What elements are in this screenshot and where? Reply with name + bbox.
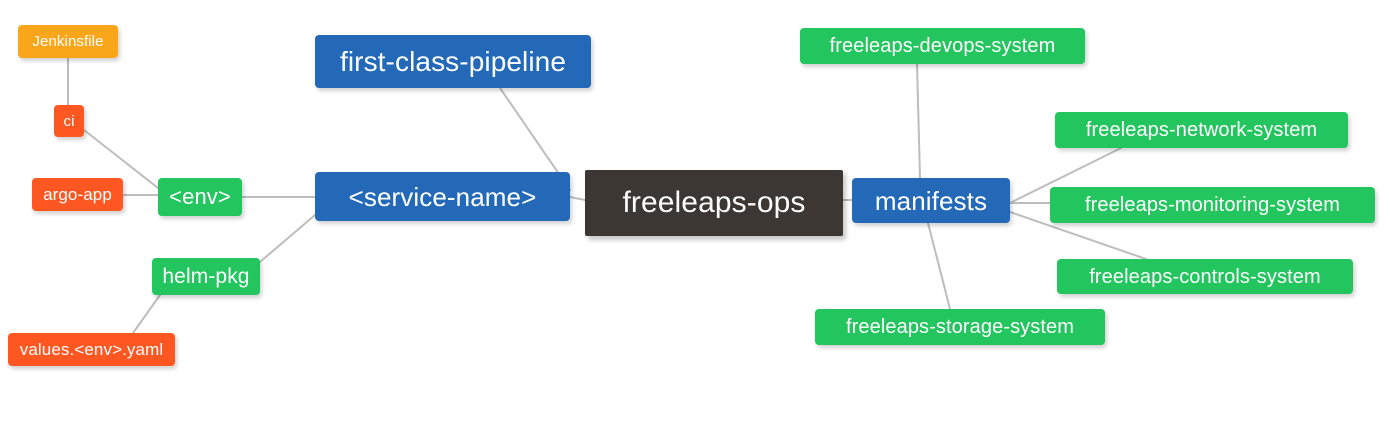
- node-service-name[interactable]: <service-name>: [315, 172, 570, 221]
- node-freeleaps-monitoring-system[interactable]: freeleaps-monitoring-system: [1050, 187, 1375, 223]
- node-argo-app[interactable]: argo-app: [32, 178, 123, 211]
- node-label-freeleaps-monitoring-system: freeleaps-monitoring-system: [1084, 194, 1340, 216]
- node-label-helm-pkg: helm-pkg: [162, 265, 250, 288]
- node-label-freeleaps-storage-system: freeleaps-storage-system: [845, 316, 1075, 338]
- node-freeleaps-storage-system[interactable]: freeleaps-storage-system: [815, 309, 1105, 345]
- node-jenkinsfile[interactable]: Jenkinsfile: [18, 25, 118, 58]
- node-label-ci: ci: [63, 112, 75, 130]
- node-env[interactable]: <env>: [158, 178, 242, 216]
- node-label-env: <env>: [169, 184, 231, 209]
- node-freeleaps-network-system[interactable]: freeleaps-network-system: [1055, 112, 1348, 148]
- node-label-service-name: <service-name>: [348, 181, 537, 212]
- node-helm-pkg[interactable]: helm-pkg: [152, 258, 260, 295]
- edge-freeleaps-ops-to-service-name: [569, 196, 586, 201]
- node-label-values-env-yaml: values.<env>.yaml: [19, 340, 164, 359]
- node-label-freeleaps-ops: freeleaps-ops: [622, 186, 806, 219]
- node-ci[interactable]: ci: [54, 105, 84, 137]
- edge-manifests-to-freeleaps-storage-system: [927, 222, 951, 310]
- node-label-manifests: manifests: [874, 185, 988, 216]
- node-label-first-class-pipeline: first-class-pipeline: [339, 45, 567, 77]
- node-label-freeleaps-controls-system: freeleaps-controls-system: [1089, 265, 1321, 288]
- node-manifests[interactable]: manifests: [852, 178, 1010, 223]
- node-label-freeleaps-devops-system: freeleaps-devops-system: [829, 35, 1056, 57]
- edge-helm-pkg-to-values-env-yaml: [132, 294, 161, 334]
- edge-service-name-to-helm-pkg: [259, 214, 316, 263]
- node-freeleaps-devops-system[interactable]: freeleaps-devops-system: [800, 28, 1085, 64]
- edge-manifests-to-freeleaps-devops-system: [916, 63, 921, 179]
- node-freeleaps-controls-system[interactable]: freeleaps-controls-system: [1057, 259, 1353, 294]
- node-label-argo-app: argo-app: [43, 185, 112, 204]
- node-first-class-pipeline[interactable]: first-class-pipeline: [315, 35, 591, 88]
- node-label-freeleaps-network-system: freeleaps-network-system: [1085, 119, 1318, 141]
- node-label-jenkinsfile: Jenkinsfile: [32, 33, 104, 50]
- node-freeleaps-ops[interactable]: freeleaps-ops: [585, 170, 843, 236]
- node-values-env-yaml[interactable]: values.<env>.yaml: [8, 333, 175, 366]
